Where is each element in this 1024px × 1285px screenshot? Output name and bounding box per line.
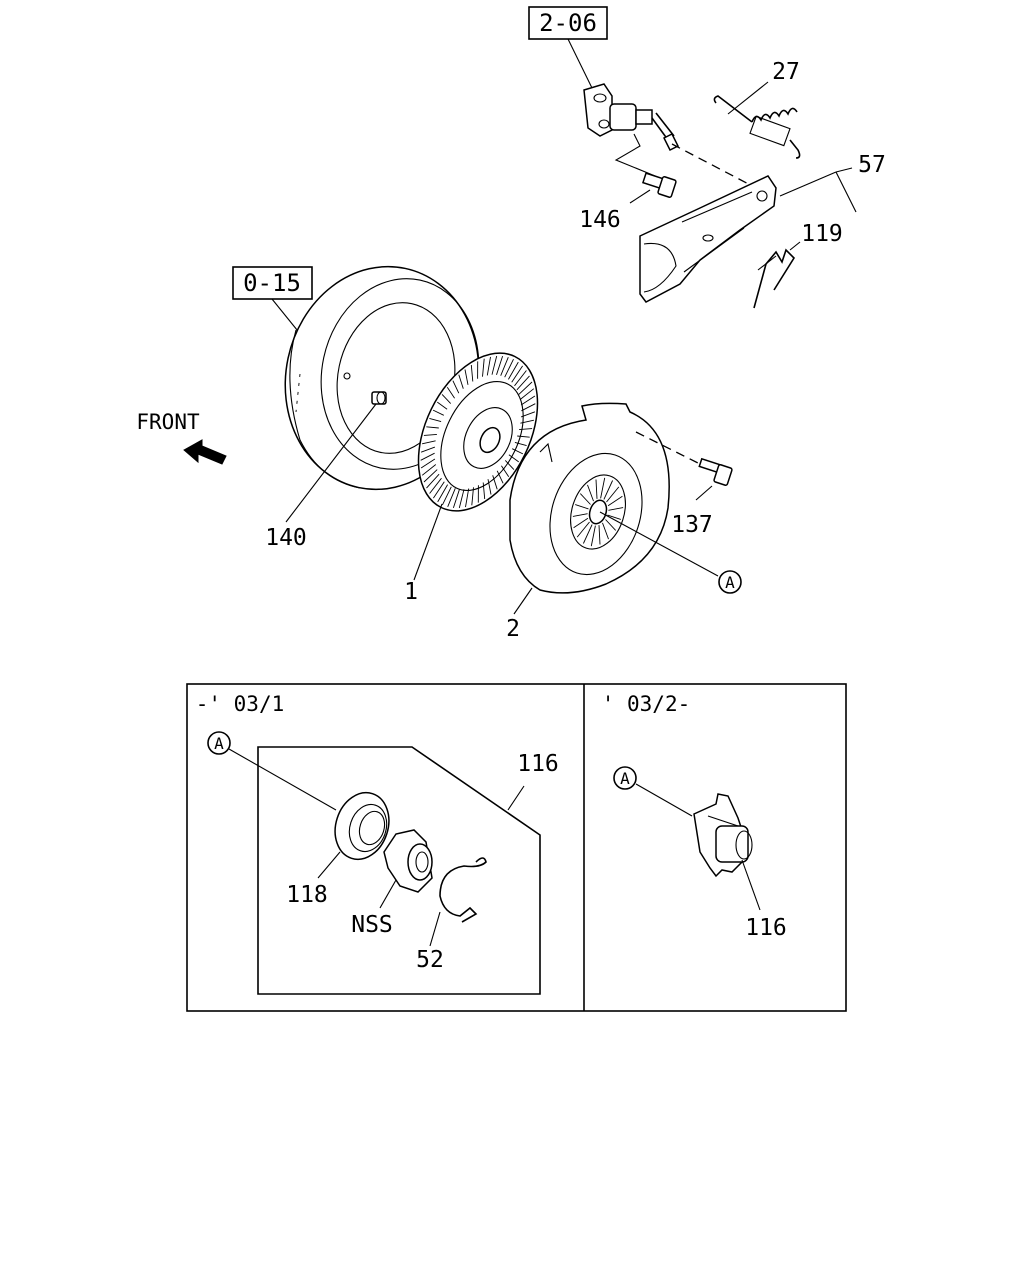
front-arrow-icon	[184, 440, 226, 464]
leader-a-left	[229, 749, 336, 810]
ref-2-06-label: 2-06	[539, 9, 597, 37]
bolt-146-dashlink	[616, 134, 660, 178]
leader-119	[790, 242, 800, 250]
marker-a-left: A	[208, 732, 230, 754]
leader-52	[430, 912, 440, 946]
callout-116-left: 116	[517, 751, 559, 777]
marker-a-main: A	[719, 571, 741, 593]
clip-119	[754, 250, 794, 308]
leader-116-right	[742, 860, 760, 910]
callout-116-right: 116	[745, 915, 787, 941]
leader-27	[728, 82, 768, 114]
release-bearing-nss	[384, 830, 432, 892]
return-spring-27	[714, 96, 799, 158]
leader-2	[514, 588, 532, 614]
leader-137	[696, 486, 712, 500]
callout-52: 52	[416, 947, 444, 973]
ref-box-2-06[interactable]: 2-06	[529, 7, 607, 39]
ref-box-0-15[interactable]: 0-15	[233, 267, 312, 299]
inset-left-period: -' 03/1	[196, 692, 285, 716]
pilot-bearing-140	[372, 392, 386, 404]
ref-0-15-label: 0-15	[243, 269, 301, 297]
marker-a-right: A	[614, 767, 636, 789]
marker-a-left-label: A	[214, 734, 224, 753]
slave-rod-dashline	[672, 144, 760, 190]
leader-116-left	[508, 786, 524, 810]
leader-2-06	[568, 39, 592, 88]
front-label: FRONT	[136, 410, 200, 434]
leader-nss	[380, 880, 396, 908]
leader-1	[414, 504, 442, 580]
callout-119: 119	[801, 221, 843, 247]
callout-146: 146	[579, 207, 621, 233]
inset-right-period: ' 03/2-	[602, 692, 691, 716]
callout-27: 27	[772, 59, 800, 85]
marker-a-main-label: A	[725, 573, 735, 592]
leader-146	[630, 190, 650, 203]
callout-118: 118	[286, 882, 328, 908]
bolt-137	[699, 459, 732, 486]
callout-2: 2	[506, 616, 520, 642]
callout-57: 57	[858, 152, 886, 178]
leader-57c	[836, 168, 852, 172]
callout-137: 137	[671, 512, 713, 538]
callout-1: 1	[404, 579, 418, 605]
leader-a-right	[636, 784, 692, 816]
callout-140: 140	[265, 525, 307, 551]
bolt-146	[643, 173, 676, 198]
leader-57a	[780, 172, 836, 196]
leader-118	[318, 852, 340, 878]
slave-cylinder	[584, 84, 678, 150]
callout-nss: NSS	[351, 912, 393, 938]
marker-a-right-label: A	[620, 769, 630, 788]
leader-57b	[836, 172, 856, 212]
clip-52	[440, 858, 486, 922]
